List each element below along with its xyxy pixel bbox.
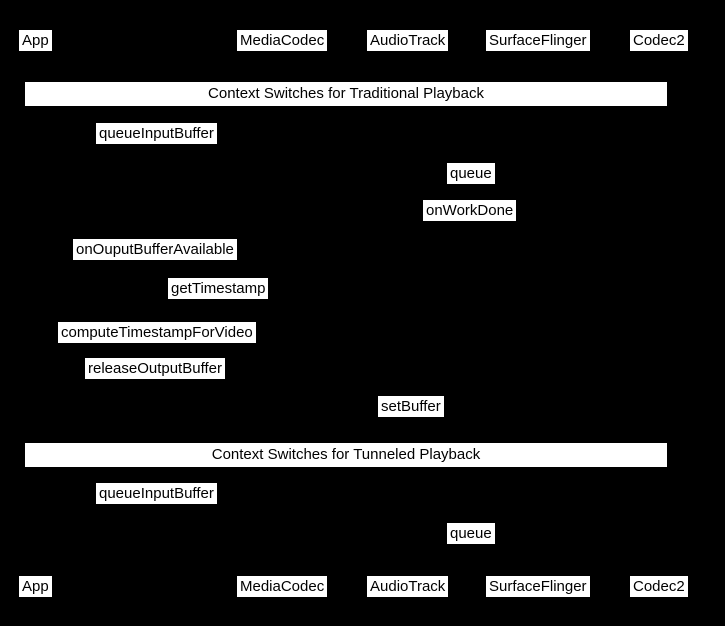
message-queue-1: queue (447, 163, 495, 184)
participant-surfaceflinger-bottom: SurfaceFlinger (486, 576, 590, 597)
message-queue-input-buffer-2: queueInputBuffer (96, 483, 217, 504)
participant-codec2-bottom: Codec2 (630, 576, 688, 597)
message-set-buffer: setBuffer (378, 396, 444, 417)
participant-audiotrack-bottom: AudioTrack (367, 576, 449, 597)
message-on-output-buffer-available: onOuputBufferAvailable (73, 239, 237, 260)
message-get-timestamp: getTimestamp (168, 278, 269, 299)
participant-mediacodec-top: MediaCodec (237, 30, 328, 51)
participant-audiotrack-top: AudioTrack (367, 30, 449, 51)
participant-mediacodec-bottom: MediaCodec (237, 576, 328, 597)
participant-surfaceflinger-top: SurfaceFlinger (486, 30, 590, 51)
message-on-work-done: onWorkDone (423, 200, 517, 221)
participant-app-bottom: App (19, 576, 52, 597)
section-header-traditional-playback: Context Switches for Traditional Playbac… (25, 82, 667, 106)
section-header-tunneled-playback: Context Switches for Tunneled Playback (25, 443, 667, 467)
message-queue-2: queue (447, 523, 495, 544)
message-queue-input-buffer-1: queueInputBuffer (96, 123, 217, 144)
message-compute-timestamp-for-video: computeTimestampForVideo (58, 322, 256, 343)
participant-codec2-top: Codec2 (630, 30, 688, 51)
participant-app-top: App (19, 30, 52, 51)
message-release-output-buffer: releaseOutputBuffer (85, 358, 225, 379)
